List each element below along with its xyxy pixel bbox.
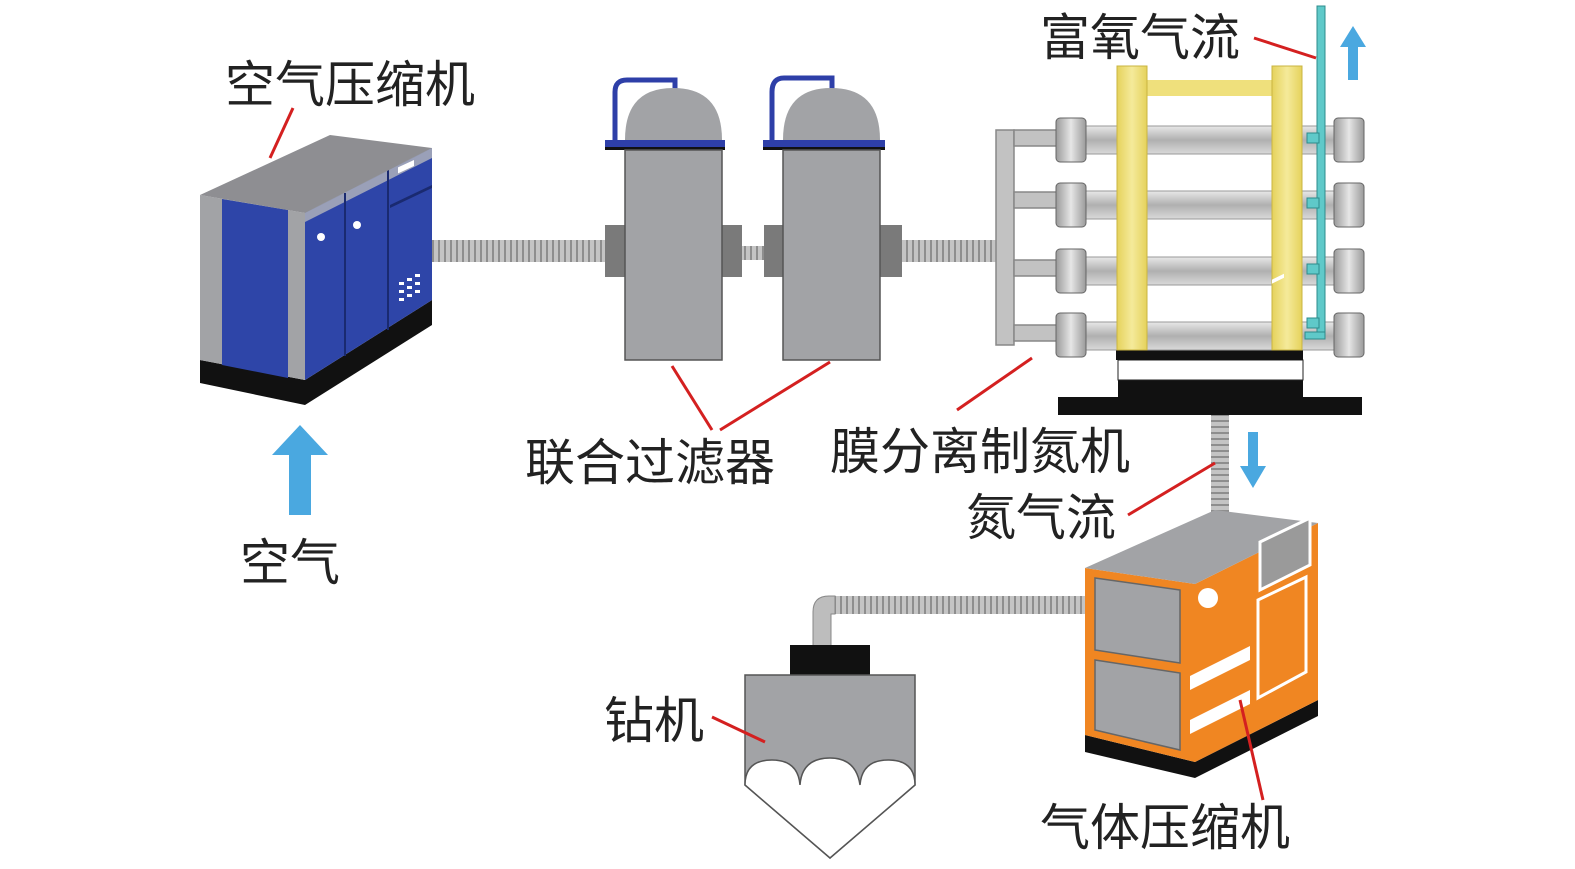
membrane-manifold (995, 129, 1060, 346)
drill (744, 645, 916, 859)
membrane-end-caps-left (1055, 117, 1087, 358)
leader-filter-2 (719, 360, 831, 432)
gas-compressor (1085, 273, 1318, 778)
leader-lines (268, 36, 1317, 801)
filter-1 (605, 77, 742, 361)
label-air-compressor: 空气压缩机 (225, 56, 475, 114)
leader-filter-1 (670, 365, 714, 431)
leader-oxygen-flow (1253, 36, 1317, 60)
leader-air-compressor (268, 107, 295, 159)
label-oxygen-flow: 富氧气流 (1040, 9, 1240, 67)
membrane-nitrogen-generator (1055, 5, 1365, 415)
air-compressor (200, 135, 432, 405)
membrane-end-caps-right (1333, 117, 1365, 358)
pipe-compressor-to-filter (432, 240, 607, 262)
pipe-filter-to-membrane (902, 240, 998, 262)
nitrogen-flow-arrow-icon (1240, 432, 1266, 488)
leader-nitrogen-flow (1127, 461, 1216, 517)
pipe-between-filters (742, 246, 764, 260)
oxygen-outlet-pipe (1304, 5, 1326, 340)
label-drill: 钻机 (604, 692, 704, 750)
air-intake-arrow-icon (272, 425, 328, 515)
membrane-yellow-frame (1116, 65, 1303, 351)
pipe-to-drill (812, 595, 1085, 649)
label-air: 空气 (240, 534, 340, 592)
leader-gas-compressor (1238, 699, 1265, 801)
filter-2 (763, 75, 902, 361)
leader-membrane (956, 356, 1033, 412)
oxygen-flow-arrow-icon (1340, 26, 1366, 80)
label-membrane-unit: 膜分离制氮机 (830, 423, 1130, 481)
label-combined-filter: 联合过滤器 (525, 434, 775, 492)
label-gas-compressor: 气体压缩机 (1040, 799, 1290, 857)
label-nitrogen-flow: 氮气流 (966, 489, 1116, 547)
leader-drill (711, 715, 766, 744)
pipe-nitrogen-down (1211, 413, 1229, 513)
